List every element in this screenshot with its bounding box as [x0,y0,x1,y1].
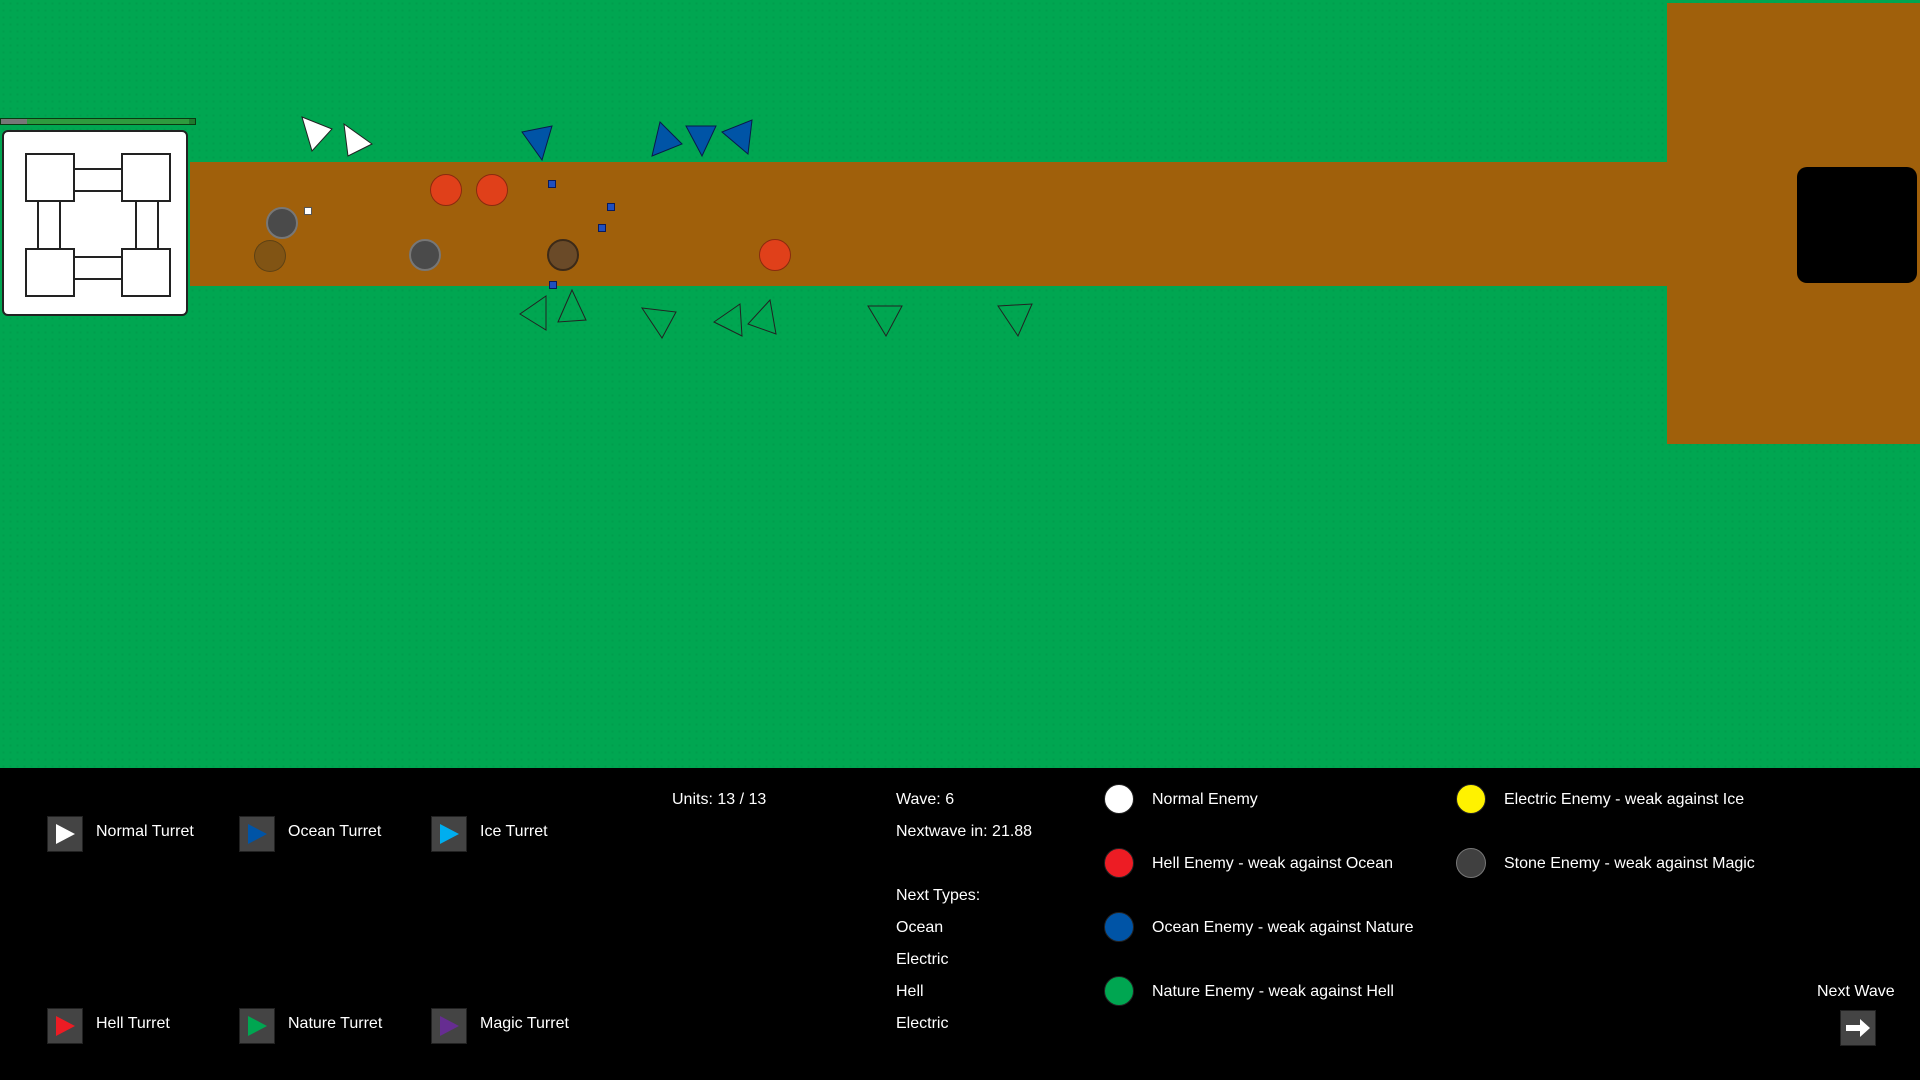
hell-enemy [430,174,462,206]
nature-turret-label: Nature Turret [288,1015,383,1032]
game-field[interactable] [0,0,1920,768]
normal-projectile [304,207,312,215]
hell-enemy [759,239,791,271]
empty-turret-slot[interactable] [744,298,778,338]
ocean-turret-label: Ocean Turret [288,823,382,840]
magic-turret-button[interactable] [431,1008,467,1044]
ice-turret-icon [440,824,459,844]
empty-turret-slot[interactable] [516,294,550,334]
stone-enemy [409,239,441,271]
hell-enemy-swatch [1104,848,1134,878]
normal-turret[interactable] [340,122,374,158]
hell-turret-icon [56,1016,75,1036]
ocean-turret[interactable] [520,124,554,162]
empty-turret-slot[interactable] [554,288,588,324]
base-health-damage [1,119,27,124]
empty-turret-slot[interactable] [710,300,744,340]
nature-enemy-label: Nature Enemy - weak against Hell [1152,983,1394,1000]
normal-turret-button[interactable] [47,816,83,852]
normal-enemy-swatch [1104,784,1134,814]
ocean-turret-button[interactable] [239,816,275,852]
empty-turret-slot[interactable] [866,304,904,338]
stone-enemy-label: Stone Enemy - weak against Magic [1504,855,1755,872]
normal-enemy-label: Normal Enemy [1152,791,1258,808]
nature-enemy-swatch [1104,976,1134,1006]
electric-enemy-label: Electric Enemy - weak against Ice [1504,791,1745,808]
ice-turret-button[interactable] [431,816,467,852]
next-type-item: Ocean [896,919,944,936]
ocean-enemy-label: Ocean Enemy - weak against Nature [1152,919,1414,936]
hell-turret-button[interactable] [47,1008,83,1044]
ocean-projectile [598,224,606,232]
hell-enemy [476,174,508,206]
units-counter: Units: 13 / 13 [672,791,767,808]
ocean-projectile [607,203,615,211]
player-base [2,130,188,316]
ocean-enemy-swatch [1104,912,1134,942]
stone-enemy-swatch [1456,848,1486,878]
magic-turret-label: Magic Turret [480,1015,569,1032]
brown-enemy [547,239,579,271]
ocean-turret[interactable] [720,118,754,156]
hud-panel: Normal Turret Ocean Turret Ice Turret He… [0,768,1920,1080]
ocean-turret[interactable] [650,120,684,158]
normal-turret[interactable] [300,115,334,153]
ice-turret-label: Ice Turret [480,823,548,840]
ocean-turret[interactable] [684,122,718,158]
normal-turret-label: Normal Turret [96,823,194,840]
hell-enemy-label: Hell Enemy - weak against Ocean [1152,855,1393,872]
grass-texture [0,0,1920,768]
ocean-projectile [548,180,556,188]
normal-turret-icon [56,824,75,844]
next-wave-timer: Nextwave in: 21.88 [896,823,1033,840]
empty-turret-slot[interactable] [996,302,1034,338]
next-type-item: Electric [896,951,949,968]
electric-enemy-swatch [1456,784,1486,814]
next-wave-label: Next Wave [1817,983,1895,1000]
empty-turret-slot[interactable] [640,306,678,340]
nature-turret-button[interactable] [239,1008,275,1044]
next-wave-button[interactable] [1840,1010,1876,1046]
next-types-label: Next Types: [896,887,981,904]
hell-turret-label: Hell Turret [96,1015,170,1032]
faded-enemy [254,240,286,272]
wave-counter: Wave: 6 [896,791,955,808]
base-health-bar [0,118,196,125]
arrow-right-icon [1846,1019,1870,1037]
next-type-item: Hell [896,983,924,1000]
ocean-projectile [549,281,557,289]
base-health-fill [1,119,190,124]
nature-turret-icon [248,1016,267,1036]
next-type-item: Electric [896,1015,949,1032]
enemy-spawn-portal [1797,167,1917,283]
base-structure-icon [25,153,171,297]
magic-turret-icon [440,1016,459,1036]
stone-enemy [266,207,298,239]
ocean-turret-icon [248,824,267,844]
